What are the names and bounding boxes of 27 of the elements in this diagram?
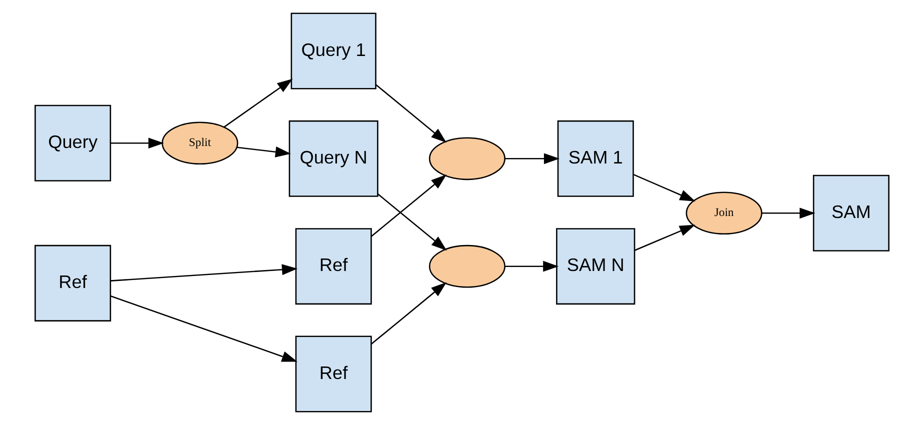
- arrow: [634, 224, 696, 251]
- arrow: [762, 208, 816, 219]
- node-ellipse: [428, 244, 506, 288]
- node-ellipse: [428, 137, 506, 180]
- arrow: [504, 260, 559, 272]
- node-box: SAM N: [556, 228, 636, 305]
- arrow: [504, 153, 560, 164]
- arrow: [370, 174, 447, 237]
- arrow: [110, 295, 298, 362]
- node-box: Ref: [295, 336, 372, 412]
- arrow: [370, 282, 447, 345]
- node-box: Query N: [288, 120, 378, 197]
- arrow: [110, 138, 164, 149]
- node-box: SAM: [812, 174, 890, 252]
- node-box: Ref: [295, 228, 372, 305]
- arrow: [633, 174, 696, 202]
- node-box: Query: [34, 104, 112, 182]
- arrow: [110, 264, 298, 282]
- arrow: [376, 84, 447, 143]
- node-box: Ref: [34, 244, 112, 322]
- arrow: [236, 146, 291, 158]
- arrow: [377, 193, 447, 251]
- node-box: SAM 1: [557, 120, 634, 197]
- node-box: Query 1: [290, 12, 376, 90]
- arrow: [224, 78, 293, 128]
- node-ellipse: Join: [686, 192, 762, 235]
- node-ellipse: Split: [162, 122, 238, 164]
